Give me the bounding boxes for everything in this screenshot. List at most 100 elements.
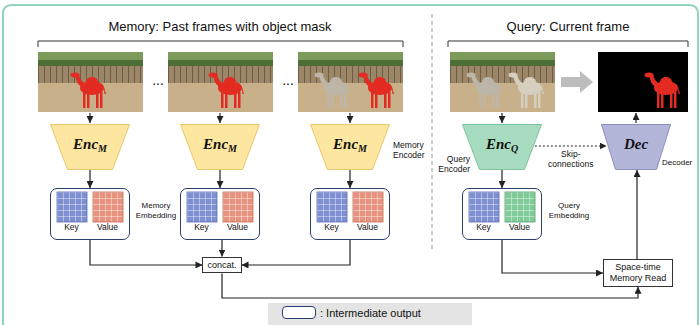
memory-embedding: KeyValue bbox=[180, 188, 260, 240]
part-label: Decoder bbox=[662, 158, 696, 168]
node-label: Dec bbox=[601, 124, 671, 170]
camel bbox=[509, 73, 545, 109]
trapezoid-fill bbox=[51, 125, 130, 170]
value-grid bbox=[223, 192, 253, 222]
legend-text: : Intermediate output bbox=[320, 307, 421, 319]
part-label: Memory Embedding bbox=[134, 201, 178, 220]
masked-camel bbox=[359, 73, 395, 109]
section-title-text: Query: Current frame bbox=[507, 19, 630, 34]
embedding-label: Key bbox=[315, 222, 349, 232]
key-grid bbox=[57, 192, 87, 222]
input-arrow bbox=[349, 113, 350, 123]
edge-label: Skip-connections bbox=[544, 149, 598, 169]
trapezoid-fill bbox=[463, 125, 542, 170]
output-arrow bbox=[635, 113, 636, 123]
flow-arrow bbox=[221, 240, 222, 257]
embedding-labels: KeyValue bbox=[463, 222, 537, 232]
mask-camel bbox=[645, 73, 681, 109]
query-frame bbox=[450, 52, 555, 112]
memory-encoder: EncM bbox=[180, 124, 260, 170]
subscript: M bbox=[358, 143, 367, 154]
flow-arrow bbox=[242, 240, 350, 265]
ellipsis: ... bbox=[280, 72, 296, 89]
flow-arrow bbox=[219, 170, 220, 188]
memory-encoder: EncM bbox=[50, 124, 130, 170]
memory-embedding: KeyValue bbox=[50, 188, 130, 240]
masked-camel bbox=[209, 73, 245, 109]
input-arrow bbox=[89, 113, 90, 123]
node-title: Dec bbox=[624, 136, 648, 153]
camel bbox=[467, 73, 503, 109]
memory-frame bbox=[38, 52, 143, 112]
embedding-labels: KeyValue bbox=[51, 222, 125, 232]
memory-bracket bbox=[38, 41, 403, 47]
part-label-text: Query Encoder bbox=[438, 154, 470, 174]
embedding-label: Key bbox=[467, 222, 501, 232]
trapezoid-fill bbox=[181, 125, 260, 170]
embedding-label: Value bbox=[351, 222, 385, 232]
outer-frame bbox=[3, 5, 698, 325]
section-title: Memory: Past frames with object mask bbox=[70, 19, 370, 35]
ellipsis: ... bbox=[150, 72, 166, 89]
query-encoder: EncQ bbox=[462, 124, 542, 170]
flow-arrow bbox=[349, 170, 350, 188]
section-separator bbox=[432, 14, 433, 250]
block-arrow bbox=[561, 71, 593, 93]
embedding-label: Value bbox=[503, 222, 537, 232]
key-grid bbox=[317, 192, 347, 222]
trapezoid-fill bbox=[311, 125, 390, 170]
embedding-label: Key bbox=[55, 222, 89, 232]
input-arrow bbox=[501, 113, 502, 123]
trapezoid-fill bbox=[602, 125, 671, 170]
query-bracket bbox=[448, 41, 688, 47]
node-title: Enc bbox=[73, 136, 98, 153]
memory-frame bbox=[168, 52, 273, 112]
embedding-labels: KeyValue bbox=[311, 222, 385, 232]
part-label-text: Memory Encoder bbox=[393, 140, 425, 160]
input-arrow bbox=[219, 113, 220, 123]
flow-arrow bbox=[502, 240, 603, 273]
output-mask bbox=[598, 52, 688, 112]
masked-camel bbox=[71, 73, 107, 109]
section-title-text: Memory: Past frames with object mask bbox=[108, 19, 331, 34]
concat-box: concat. bbox=[202, 257, 241, 274]
flow-arrow bbox=[90, 240, 202, 265]
memory-read-box: Space-time Memory Read bbox=[603, 259, 673, 287]
part-label-text: Memory Embedding bbox=[136, 201, 176, 220]
part-label: Query Embedding bbox=[546, 201, 592, 220]
legend-swatch bbox=[282, 306, 316, 319]
query-embedding: KeyValue bbox=[462, 188, 542, 240]
node-title: Enc bbox=[333, 136, 358, 153]
legend-band bbox=[268, 303, 472, 325]
embedding-label: Value bbox=[221, 222, 255, 232]
key-grid bbox=[187, 192, 217, 222]
embedding-label: Value bbox=[91, 222, 125, 232]
node-label: EncQ bbox=[462, 124, 542, 170]
flow-arrow bbox=[501, 170, 502, 188]
flow-arrow bbox=[89, 170, 90, 188]
edge-label-text: Skip-connections bbox=[548, 149, 593, 169]
ellipsis-text: ... bbox=[282, 72, 294, 88]
node-label: EncM bbox=[180, 124, 260, 170]
skip-connection bbox=[535, 145, 607, 146]
subscript: M bbox=[228, 143, 237, 154]
embedding-label: Key bbox=[185, 222, 219, 232]
value-grid bbox=[93, 192, 123, 222]
key-grid bbox=[469, 192, 499, 222]
box-label: concat. bbox=[207, 260, 236, 270]
part-label-text: Decoder bbox=[662, 158, 692, 167]
node-label: EncM bbox=[50, 124, 130, 170]
section-title: Query: Current frame bbox=[468, 19, 668, 35]
memory-frame bbox=[298, 52, 403, 112]
camel bbox=[315, 73, 351, 109]
part-label: Memory Encoder bbox=[393, 140, 429, 160]
node-title: Enc bbox=[203, 136, 228, 153]
value-grid bbox=[505, 192, 535, 222]
box-label: Space-time Memory Read bbox=[610, 262, 667, 283]
subscript: M bbox=[98, 143, 107, 154]
embedding-labels: KeyValue bbox=[181, 222, 255, 232]
embedding-grids bbox=[57, 192, 535, 222]
value-grid bbox=[353, 192, 383, 222]
memory-embedding: KeyValue bbox=[310, 188, 390, 240]
part-label: Query Encoder bbox=[434, 154, 470, 174]
